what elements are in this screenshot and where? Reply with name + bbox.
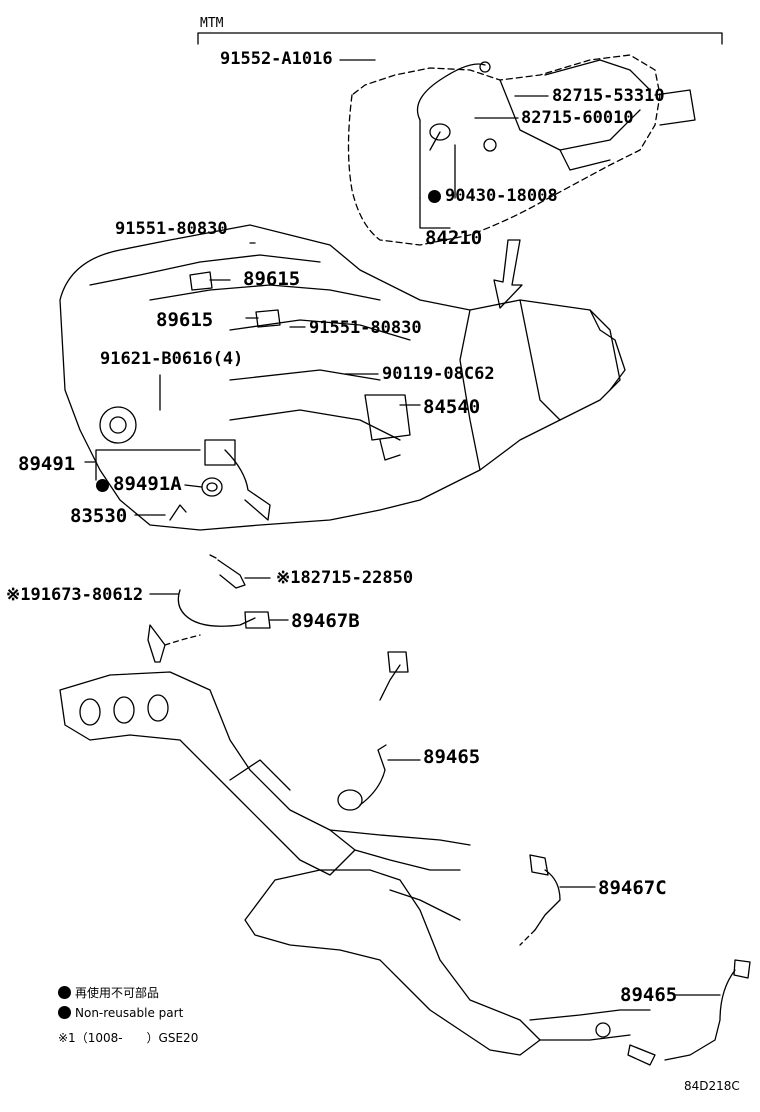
legend-non-reusable-jp: 再使用不可部品 <box>58 986 159 999</box>
part-label-89491a[interactable]: 89491A <box>96 475 182 494</box>
non-reusable-dot-icon <box>428 190 441 203</box>
mtm-bracket <box>197 32 723 45</box>
part-label-91621-b0616[interactable]: 91621-B0616(4) <box>100 349 244 369</box>
direction-arrow <box>493 239 523 309</box>
leader-lines <box>84 59 721 996</box>
sensor-89467b <box>147 554 271 663</box>
non-reusable-dot-icon <box>58 1006 71 1019</box>
part-label-91673-80612[interactable]: ※191673-80612 <box>6 587 143 604</box>
part-number: 90430-18008 <box>445 186 558 206</box>
exhaust-manifold-front <box>59 651 471 876</box>
part-label-89465-a[interactable]: 89465 <box>423 746 481 768</box>
diagram-code: 84D218C <box>684 1079 740 1093</box>
part-label-91551-80830-mid[interactable]: 91551-80830 <box>309 318 422 338</box>
part-number: 89491A <box>113 473 182 495</box>
legend-text: 再使用不可部品 <box>75 986 160 1000</box>
legend-non-reusable-en: Non-reusable part <box>58 1006 183 1019</box>
part-label-84210[interactable]: 84210 <box>425 227 483 249</box>
variant-label-mtm: MTM <box>200 16 224 31</box>
part-label-82715-53310[interactable]: 82715-53310 <box>552 86 665 106</box>
ref-mark: ※1 <box>276 568 301 588</box>
part-label-90430-18008[interactable]: 90430-18008 <box>428 188 558 205</box>
engine-assembly <box>59 224 626 531</box>
part-number: 82715-22850 <box>300 568 414 588</box>
part-label-89615-a[interactable]: 89615 <box>243 268 301 290</box>
part-label-89467c[interactable]: 89467C <box>598 877 667 899</box>
part-label-83530[interactable]: 83530 <box>70 505 128 527</box>
part-label-82715-60010[interactable]: 82715-60010 <box>521 108 634 128</box>
part-label-91552-a1016[interactable]: 91552-A1016 <box>220 49 333 69</box>
ref-mark: ※1 <box>6 585 31 605</box>
transmission-top <box>347 54 696 246</box>
legend-text: Non-reusable part <box>75 1006 184 1020</box>
non-reusable-dot-icon <box>58 986 71 999</box>
part-label-89467b[interactable]: 89467B <box>291 610 360 632</box>
exhaust-manifold-rear <box>244 854 751 1066</box>
legend-ref-note: ※1（1008- ）GSE20 <box>58 1031 199 1045</box>
part-label-90119-08c62[interactable]: 90119-08C62 <box>382 364 495 384</box>
part-label-84540[interactable]: 84540 <box>423 396 481 418</box>
part-label-89465-b[interactable]: 89465 <box>620 984 678 1006</box>
part-label-91551-80830-top[interactable]: 91551-80830 <box>115 219 228 239</box>
part-number: 91673-80612 <box>30 585 144 605</box>
part-label-89491[interactable]: 89491 <box>18 453 76 475</box>
non-reusable-dot-icon <box>96 479 109 492</box>
part-label-82715-22850[interactable]: ※182715-22850 <box>276 570 413 587</box>
part-label-89615-b[interactable]: 89615 <box>156 309 214 331</box>
